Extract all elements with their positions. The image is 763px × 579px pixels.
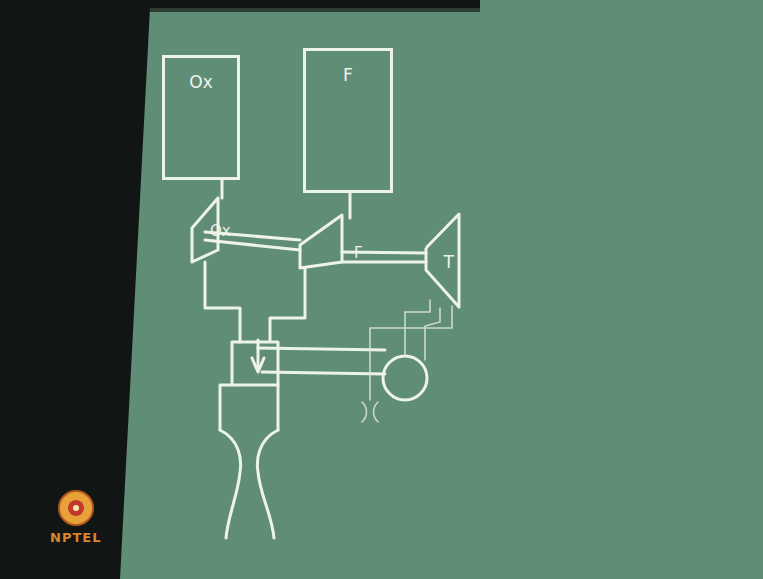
node-text: T (444, 252, 454, 272)
tank-box: Ox (162, 55, 240, 180)
turbine-exhaust-line (425, 308, 440, 360)
gas-generator-symbol (383, 356, 427, 400)
board-edge (150, 8, 480, 12)
node-text: Ox (165, 72, 237, 92)
combustion-chamber (220, 385, 278, 430)
ox-outlet-line (205, 262, 240, 342)
nozzle-wall (257, 430, 278, 538)
nozzle-wall (220, 430, 241, 538)
exhaust-nozzle-symbol (362, 402, 378, 422)
turbine-exhaust-line (370, 306, 452, 400)
fuel-pump-symbol (300, 215, 342, 268)
shaft-line (205, 240, 426, 262)
board-frame (0, 0, 480, 579)
node-text: F (306, 65, 390, 85)
turbine-outline (424, 212, 462, 310)
logo (59, 491, 93, 525)
fuel-feed-line (349, 193, 352, 218)
logo-wheel (59, 491, 93, 525)
logo-text: NPTEL (50, 530, 101, 545)
logo-center (73, 505, 79, 511)
gg-feed-line (258, 348, 385, 350)
turbine-node: T (424, 212, 462, 310)
logo-hub (68, 500, 84, 516)
turbine-symbol (426, 214, 459, 307)
shaft-label: Ox (210, 222, 231, 240)
injector-tip (252, 358, 264, 372)
ox-feed-line (221, 180, 224, 198)
gg-feed-line (262, 372, 385, 374)
fuel-outlet-line (270, 268, 305, 340)
tank-box: F (303, 48, 393, 193)
shaft-label: F (354, 244, 363, 262)
